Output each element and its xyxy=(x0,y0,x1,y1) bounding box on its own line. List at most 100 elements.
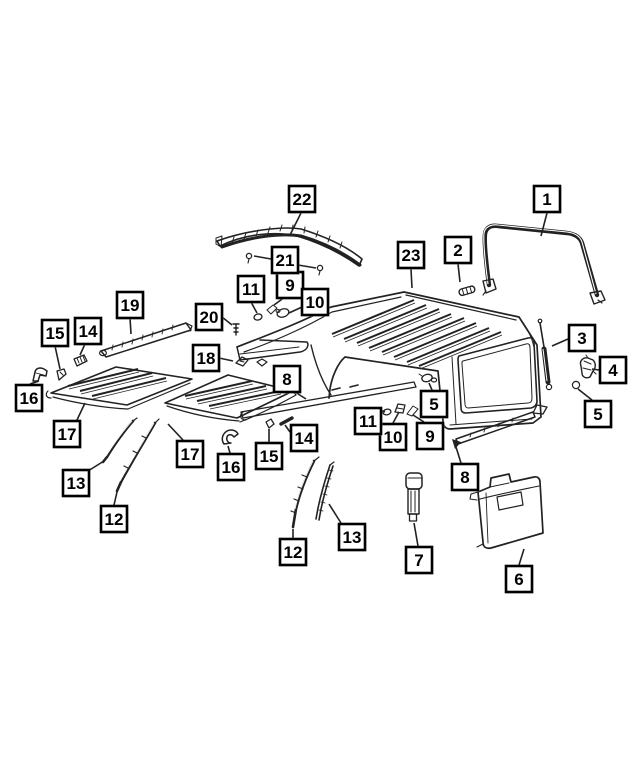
callout-21-31: 21 xyxy=(253,245,317,275)
callout-label-6[interactable]: 6 xyxy=(514,570,523,589)
callout-label-4[interactable]: 4 xyxy=(608,361,618,380)
callout-15-23: 15 xyxy=(254,429,284,471)
callout-15-22: 15 xyxy=(40,318,70,370)
callout-2-1: 2 xyxy=(443,235,473,283)
callout-label-12[interactable]: 12 xyxy=(105,510,124,529)
callout-label-3[interactable]: 3 xyxy=(577,329,586,348)
callout-leader-line xyxy=(392,411,400,424)
callout-leader-line xyxy=(412,414,425,423)
callout-box-17[interactable] xyxy=(52,419,82,449)
callout-label-14[interactable]: 14 xyxy=(79,322,98,341)
callout-box-16[interactable] xyxy=(14,383,44,413)
callout-box-4[interactable] xyxy=(598,355,628,385)
callout-box-5[interactable] xyxy=(419,389,449,419)
clip-set-middle-drawing xyxy=(221,416,294,445)
callout-label-5[interactable]: 5 xyxy=(429,395,438,414)
callout-leader-line xyxy=(551,338,569,347)
callout-label-18[interactable]: 18 xyxy=(197,349,216,368)
callout-box-15[interactable] xyxy=(254,441,284,471)
callout-box-16[interactable] xyxy=(216,452,246,482)
callout-box-15[interactable] xyxy=(40,318,70,348)
callout-box-12[interactable] xyxy=(99,504,129,534)
callout-box-14[interactable] xyxy=(289,423,319,453)
callout-label-14[interactable]: 14 xyxy=(295,429,314,448)
callout-box-21[interactable] xyxy=(270,245,300,275)
callout-box-13[interactable] xyxy=(61,468,91,498)
callout-label-15[interactable]: 15 xyxy=(46,324,65,343)
callout-label-7[interactable]: 7 xyxy=(414,551,423,570)
callout-label-20[interactable]: 20 xyxy=(200,308,219,327)
callout-leader-line xyxy=(79,343,86,356)
callout-label-10[interactable]: 10 xyxy=(384,428,403,447)
callout-9-10: 9 xyxy=(273,270,305,306)
callout-box-1[interactable] xyxy=(532,184,562,214)
callout-box-12[interactable] xyxy=(278,537,308,567)
callout-label-17[interactable]: 17 xyxy=(58,425,77,444)
callout-label-1[interactable]: 1 xyxy=(542,190,551,209)
callout-leader-line xyxy=(29,380,40,385)
callout-leader-line xyxy=(87,460,105,472)
callout-label-19[interactable]: 19 xyxy=(121,296,140,315)
callout-23-33: 23 xyxy=(396,240,426,289)
callout-box-18[interactable] xyxy=(191,343,221,373)
callout-box-8[interactable] xyxy=(450,462,480,492)
callout-box-14[interactable] xyxy=(73,316,103,346)
callout-label-22[interactable]: 22 xyxy=(293,190,312,209)
callout-box-10[interactable] xyxy=(378,422,408,452)
callout-label-9[interactable]: 9 xyxy=(425,427,434,446)
callout-box-2[interactable] xyxy=(443,235,473,265)
callout-box-6[interactable] xyxy=(504,564,534,594)
callout-label-10[interactable]: 10 xyxy=(306,293,325,312)
callout-label-23[interactable]: 23 xyxy=(402,246,421,265)
callout-label-13[interactable]: 13 xyxy=(67,474,86,493)
callout-leader-line xyxy=(129,317,132,335)
callout-label-5[interactable]: 5 xyxy=(593,405,602,424)
callout-14-21: 14 xyxy=(284,423,319,453)
callout-box-10[interactable] xyxy=(300,287,330,317)
callout-box-17[interactable] xyxy=(175,439,205,469)
callout-8-9: 8 xyxy=(450,439,480,492)
callout-box-5[interactable] xyxy=(583,399,613,429)
callout-box-13[interactable] xyxy=(337,522,367,552)
callout-label-11[interactable]: 11 xyxy=(359,412,377,431)
callout-box-9[interactable] xyxy=(415,421,445,451)
callout-box-3[interactable] xyxy=(567,323,597,353)
callout-label-2[interactable]: 2 xyxy=(453,241,462,260)
callout-box-8[interactable] xyxy=(272,364,302,394)
callout-leader-line xyxy=(288,306,303,314)
callout-box-11[interactable] xyxy=(353,406,383,436)
callout-label-16[interactable]: 16 xyxy=(20,389,39,408)
callout-label-15[interactable]: 15 xyxy=(260,447,279,466)
callout-5-4: 5 xyxy=(419,382,449,419)
callout-box-19[interactable] xyxy=(115,290,145,320)
pillar-strips-left-drawing xyxy=(101,417,160,493)
callout-box-20[interactable] xyxy=(194,302,224,332)
callout-19-29: 19 xyxy=(115,290,145,335)
callout-label-17[interactable]: 17 xyxy=(181,445,200,464)
front-rail-drawing xyxy=(215,224,363,267)
callout-box-7[interactable] xyxy=(404,545,434,575)
callout-9-11: 9 xyxy=(412,414,445,451)
callout-label-11[interactable]: 11 xyxy=(242,280,260,299)
callout-label-8[interactable]: 8 xyxy=(282,370,291,389)
clip-cluster-lower-drawing xyxy=(382,403,419,417)
callout-11-14: 11 xyxy=(236,274,266,314)
callout-5-5: 5 xyxy=(577,388,613,429)
clip-18-drawing xyxy=(235,356,268,367)
side-rail-drawing xyxy=(98,322,193,358)
callout-leader-line xyxy=(457,263,461,283)
callout-leader-line xyxy=(428,382,433,391)
callout-label-21[interactable]: 21 xyxy=(276,251,295,270)
callout-box-23[interactable] xyxy=(396,240,426,270)
callout-label-12[interactable]: 12 xyxy=(284,543,303,562)
callout-box-22[interactable] xyxy=(287,184,317,214)
callout-label-13[interactable]: 13 xyxy=(343,528,362,547)
callout-label-8[interactable]: 8 xyxy=(460,468,469,487)
callout-box-11[interactable] xyxy=(236,274,266,304)
callout-label-16[interactable]: 16 xyxy=(222,458,241,477)
callout-leader-line xyxy=(253,255,272,260)
clip-cluster-top-drawing xyxy=(253,304,290,321)
callout-label-9[interactable]: 9 xyxy=(285,276,294,295)
callout-leader-line xyxy=(218,357,234,362)
callout-6-6: 6 xyxy=(504,548,534,594)
